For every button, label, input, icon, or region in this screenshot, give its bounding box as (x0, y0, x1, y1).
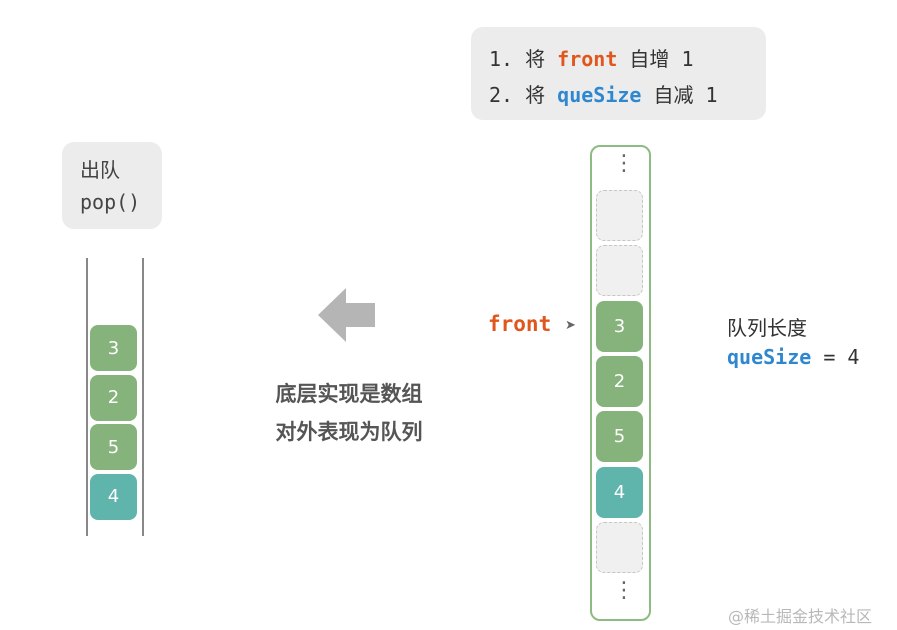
array-container (590, 145, 651, 621)
bottom-ellipsis-icon: ⋮ (613, 578, 635, 603)
pointer-arrow-icon: ➤ (565, 318, 576, 333)
quesize-name: queSize (727, 345, 812, 369)
array-cell-empty (596, 245, 643, 297)
step-2-suffix: 自减 1 (641, 83, 718, 107)
step-2-prefix: 2. 将 (489, 83, 558, 107)
caption-line-1: 底层实现是数组 (275, 382, 423, 406)
array-cell: 4 (596, 466, 643, 518)
steps-box: 1. 将 front 自增 1 2. 将 queSize 自减 1 (471, 27, 766, 120)
watermark: @稀土掘金技术社区 (728, 607, 873, 626)
arrow-left-icon (318, 288, 375, 342)
top-ellipsis-icon: ⋮ (613, 151, 635, 176)
step-1: 1. 将 front 自增 1 (489, 43, 694, 72)
pop-method: pop() (80, 190, 141, 214)
left-queue-cell: 3 (90, 325, 137, 371)
array-cell: 3 (596, 300, 643, 352)
step-1-prefix: 1. 将 (489, 47, 558, 71)
left-queue-cell: 5 (90, 424, 137, 470)
step-1-keyword: front (557, 47, 618, 71)
front-label: front (488, 312, 552, 336)
left-queue-cell: 4 (90, 473, 137, 520)
step-1-suffix: 自增 1 (617, 47, 694, 71)
array-cell: 5 (596, 411, 643, 463)
quesize-value: = 4 (811, 345, 860, 369)
queue-left-rail (86, 258, 88, 536)
caption-line-2: 对外表现为队列 (275, 420, 423, 444)
step-2: 2. 将 queSize 自减 1 (489, 79, 718, 108)
pop-title: 出队 (80, 158, 120, 182)
queue-length-label: 队列长度 (727, 316, 807, 340)
array-cell-empty (596, 521, 643, 573)
queue-length-expression: queSize = 4 (727, 345, 859, 369)
array-cell: 2 (596, 355, 643, 407)
pop-label-box: 出队 pop() (62, 142, 162, 229)
left-queue-cell: 2 (90, 374, 137, 421)
queue-right-rail (142, 258, 144, 536)
array-cell-empty (596, 190, 643, 241)
step-2-keyword: queSize (557, 83, 642, 107)
